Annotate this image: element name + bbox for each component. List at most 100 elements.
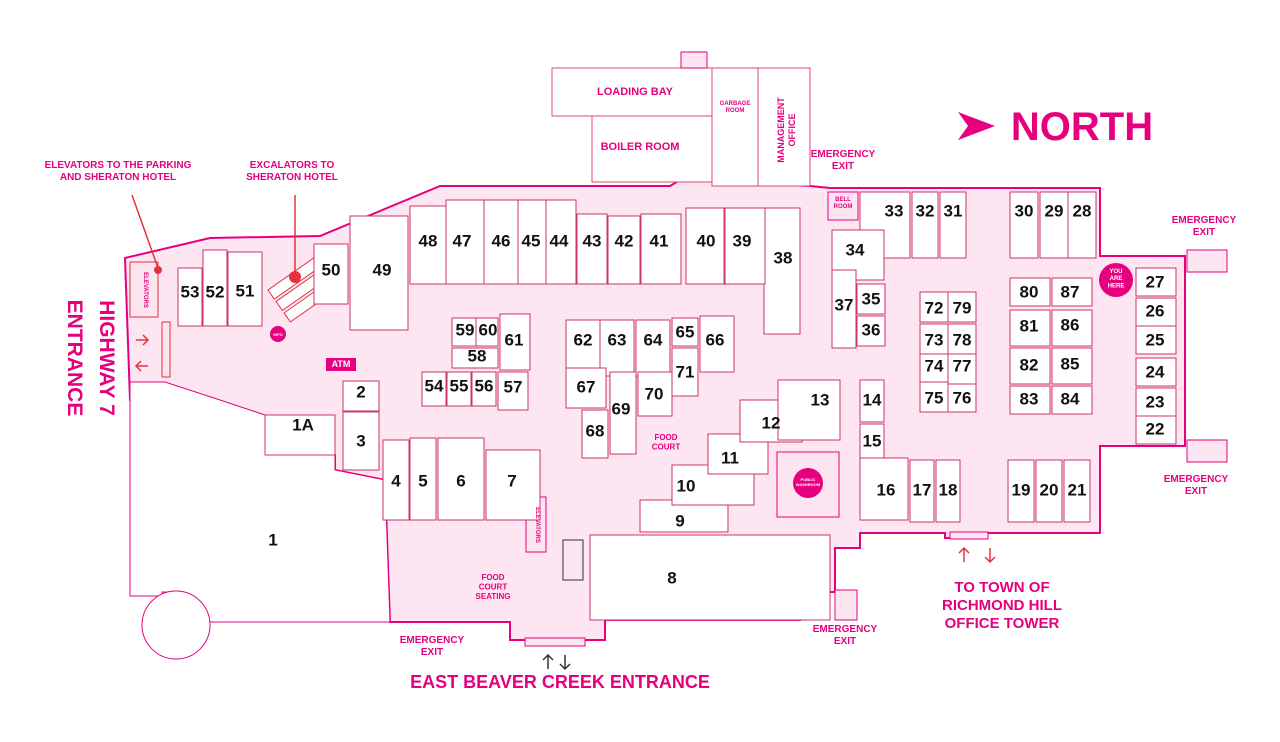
store-51[interactable]	[227, 251, 263, 327]
store-67[interactable]	[565, 367, 607, 409]
store-45[interactable]	[517, 199, 547, 285]
store-number-57: 57	[504, 378, 523, 397]
store-46[interactable]	[483, 199, 519, 285]
store-81[interactable]	[1009, 309, 1051, 347]
store-26[interactable]	[1135, 297, 1177, 327]
store-36[interactable]	[856, 315, 886, 347]
store-60[interactable]	[475, 317, 499, 347]
store-87[interactable]	[1051, 277, 1093, 307]
store-24[interactable]	[1135, 357, 1177, 387]
escalator-marker	[289, 271, 301, 283]
store-number-56: 56	[475, 377, 494, 396]
store-84[interactable]	[1051, 385, 1093, 415]
store-30[interactable]	[1009, 191, 1039, 259]
store-39[interactable]	[724, 207, 766, 285]
store-52[interactable]	[202, 249, 228, 327]
store-3[interactable]	[342, 411, 380, 471]
store-37[interactable]	[831, 269, 857, 349]
store-20[interactable]	[1035, 459, 1063, 523]
store-57[interactable]	[497, 371, 529, 411]
store-65[interactable]	[671, 317, 699, 347]
store-63[interactable]	[599, 319, 635, 377]
highway-entrance-label-1: HIGHWAY 7	[95, 300, 118, 416]
store-number-33: 33	[885, 202, 904, 221]
store-44[interactable]	[545, 199, 577, 285]
store-70[interactable]	[637, 371, 673, 417]
store-29[interactable]	[1039, 191, 1069, 259]
store-76[interactable]	[947, 381, 977, 413]
store-64[interactable]	[635, 319, 671, 377]
bottom-stair	[834, 589, 858, 621]
store-14[interactable]	[859, 379, 885, 423]
store-38[interactable]	[763, 207, 801, 335]
store-42[interactable]	[607, 215, 641, 285]
store-61[interactable]	[499, 313, 531, 371]
store-85[interactable]	[1051, 347, 1093, 385]
store-53[interactable]	[177, 267, 203, 327]
store-31[interactable]	[939, 191, 967, 259]
store-number-54: 54	[425, 377, 444, 396]
store-number-1: 1	[268, 531, 277, 550]
store-21[interactable]	[1063, 459, 1091, 523]
store-77[interactable]	[947, 353, 977, 385]
store-5[interactable]	[409, 437, 437, 521]
store-27[interactable]	[1135, 267, 1177, 297]
management-office-label: MANAGEMENTOFFICE	[776, 97, 797, 163]
store-43[interactable]	[576, 213, 608, 285]
store-7[interactable]	[485, 449, 541, 521]
store-86[interactable]	[1051, 309, 1093, 347]
info-icon	[270, 326, 286, 342]
store-32[interactable]	[911, 191, 939, 259]
store-11[interactable]	[707, 433, 769, 475]
store-71[interactable]	[671, 347, 699, 397]
store-83[interactable]	[1009, 385, 1051, 415]
store-2[interactable]	[342, 380, 380, 412]
store-17[interactable]	[909, 459, 935, 523]
store-35[interactable]	[856, 283, 886, 315]
store-59[interactable]	[451, 317, 477, 347]
store-79[interactable]	[947, 291, 977, 323]
store-55[interactable]	[446, 371, 472, 407]
store-1a[interactable]	[264, 414, 336, 456]
entrance-arrow-icon	[958, 546, 970, 562]
store-56[interactable]	[471, 371, 497, 407]
store-28[interactable]	[1067, 191, 1097, 259]
store-72[interactable]	[919, 291, 949, 323]
store-80[interactable]	[1009, 277, 1051, 307]
store-number-15: 15	[863, 432, 882, 451]
store-50[interactable]	[313, 243, 349, 305]
store-82[interactable]	[1009, 347, 1051, 385]
west-door	[161, 321, 171, 378]
store-40[interactable]	[685, 207, 725, 285]
atm-label: ATM	[332, 359, 351, 369]
store-8[interactable]	[589, 534, 831, 621]
store-number-80: 80	[1020, 283, 1039, 302]
store-69[interactable]	[609, 371, 637, 455]
store-58[interactable]	[451, 347, 499, 369]
store-41[interactable]	[640, 213, 682, 285]
store-number-6: 6	[456, 472, 465, 491]
store-54[interactable]	[421, 371, 447, 407]
store-6[interactable]	[437, 437, 485, 521]
store-49[interactable]	[349, 215, 409, 331]
elevators-short-label: ELEVATORS	[142, 272, 148, 308]
store-78[interactable]	[947, 323, 977, 355]
store-4[interactable]	[382, 439, 410, 521]
store-68[interactable]	[581, 409, 609, 459]
store-66[interactable]	[699, 315, 735, 373]
store-13[interactable]	[777, 379, 841, 441]
store-23[interactable]	[1135, 387, 1177, 417]
store-number-53: 53	[181, 283, 200, 302]
store-48[interactable]	[409, 205, 447, 285]
store-19[interactable]	[1007, 459, 1035, 523]
store-47[interactable]	[445, 199, 485, 285]
store-number-63: 63	[608, 331, 627, 350]
store-number-67: 67	[577, 378, 596, 397]
store-16[interactable]	[859, 457, 909, 521]
store-18[interactable]	[935, 459, 961, 523]
store-number-68: 68	[586, 422, 605, 441]
